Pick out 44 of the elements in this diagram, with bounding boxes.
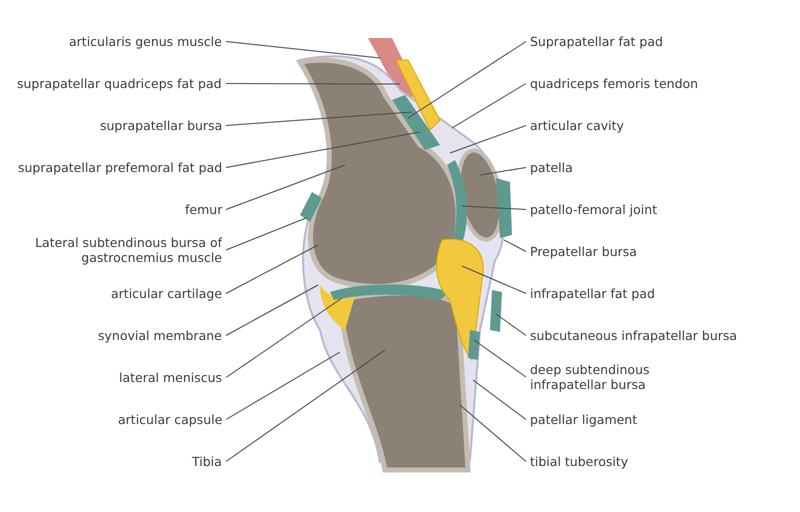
part-label: suprapatellar quadriceps fat pad (17, 76, 222, 90)
part-label: patellar ligament (530, 412, 638, 426)
leader-line (480, 167, 526, 176)
leader-line (460, 404, 526, 462)
leader-line (226, 284, 318, 336)
leader-line (226, 41, 380, 58)
part-label: Tibia (192, 454, 222, 468)
part-label: femur (185, 202, 222, 216)
part-label: Lateral subtendinous bursa of gastrocnemius muscle (2, 235, 222, 265)
part-label: Suprapatellar fat pad (530, 34, 663, 48)
part-label: lateral meniscus (119, 370, 222, 384)
part-label: articular cavity (530, 118, 624, 132)
part-label: tibial tuberosity (530, 454, 628, 468)
leader-line (474, 340, 526, 378)
leader-line (462, 206, 526, 210)
part-label: quadriceps femoris tendon (530, 76, 698, 90)
leader-line (226, 298, 342, 378)
leader-line (504, 240, 526, 252)
part-label: articular cartilage (111, 286, 222, 300)
part-label: articular capsule (118, 412, 222, 426)
part-label: patella (530, 160, 573, 174)
part-label: infrapatellar fat pad (530, 286, 655, 300)
leader-line (226, 352, 340, 420)
leader-line (226, 132, 420, 168)
leader-line (226, 83, 400, 84)
leader-line (450, 125, 526, 154)
leader-line (462, 266, 526, 294)
leader-line (496, 314, 526, 336)
leader-line (226, 350, 386, 462)
part-label: subcutaneous infrapatellar bursa (530, 328, 738, 342)
leader-line (226, 112, 412, 126)
leader-line (452, 83, 526, 128)
part-label: Prepatellar bursa (530, 244, 637, 258)
leader-line (226, 244, 318, 294)
part-label: suprapatellar prefemoral fat pad (18, 160, 222, 174)
leader-line (226, 164, 346, 210)
part-label: patello-femoral joint (530, 202, 658, 216)
part-label: deep subtendinous infrapatellar bursa (530, 362, 680, 392)
leader-line (472, 380, 526, 420)
part-label: synovial membrane (98, 328, 222, 342)
part-label: suprapatellar bursa (100, 118, 222, 132)
leader-line (226, 218, 306, 250)
part-label: articularis genus muscle (69, 34, 222, 48)
leader-line (408, 41, 526, 118)
